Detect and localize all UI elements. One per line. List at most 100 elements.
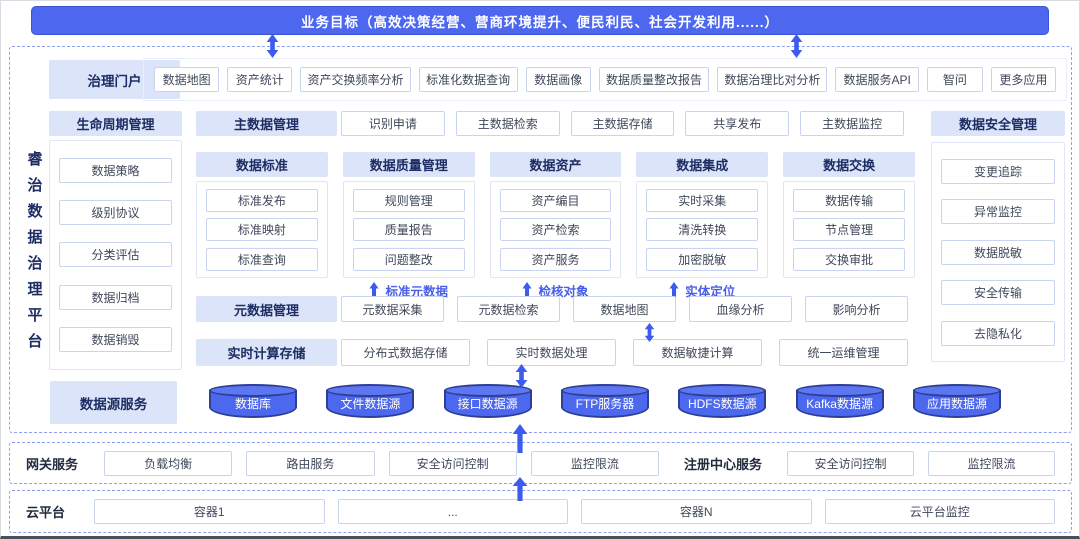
portal-app-button: 数据质量整改报告 xyxy=(598,67,710,92)
module-button: 去隐私化 xyxy=(941,320,1055,346)
module-button: 云平台监控 xyxy=(824,499,1055,524)
datasource-label: 文件数据源 xyxy=(340,397,401,411)
registry-row: 安全访问控制监控限流 xyxy=(787,450,1055,476)
lifecycle-column: 生命周期管理 数据策略级别协议分类评估数据归档数据销毁 xyxy=(49,111,182,370)
module-button: 实时采集 xyxy=(646,188,759,212)
datasource-label: Kafka数据源 xyxy=(806,397,873,411)
metadata-row: 元数据采集元数据检索数据地图血缘分析影响分析 xyxy=(341,296,908,322)
flow-label: 实体定位 xyxy=(685,284,736,299)
module-button: 标准查询 xyxy=(206,247,318,271)
platform-container: 治理门户 数据地图资产统计资产交换频率分析标准化数据查询数据画像数据质量整改报告… xyxy=(9,46,1072,433)
module-button: 加密脱敏 xyxy=(646,247,759,271)
lifecycle-header: 生命周期管理 xyxy=(49,111,182,136)
portal-app-button: 标准化数据查询 xyxy=(418,67,518,92)
portal-app-button: 更多应用 xyxy=(990,67,1056,92)
column-header: 数据质量管理 xyxy=(342,152,475,177)
flow-label: 检核对象 xyxy=(538,284,589,299)
module-button: 容器N xyxy=(581,499,812,524)
module-button: 标准映射 xyxy=(206,218,318,241)
module-button: 交换审批 xyxy=(793,247,905,271)
portal-app-button: 数据治理比对分析 xyxy=(717,67,828,92)
datasource-label: FTP服务器 xyxy=(575,397,635,411)
module-button: 资产服务 xyxy=(499,247,612,271)
module-button: 资产编目 xyxy=(499,188,612,212)
master-data-header: 主数据管理 xyxy=(196,111,337,136)
module-button: 规则管理 xyxy=(352,188,465,212)
column-header: 数据集成 xyxy=(636,152,769,177)
module-button: 监控限流 xyxy=(928,450,1055,476)
database-cylinder-icon: Kafka数据源 xyxy=(795,384,884,418)
module-button: 数据归档 xyxy=(59,284,172,310)
portal-app-button: 数据服务API xyxy=(835,67,919,92)
module-button: 级别协议 xyxy=(59,200,172,226)
metadata-header: 元数据管理 xyxy=(196,296,337,322)
module-button: 数据脱敏 xyxy=(941,239,1055,265)
module-columns: 数据标准 标准发布标准映射标准查询 数据质量管理 规则管理质量报告问题整改 标准… xyxy=(196,152,915,302)
up-arrow-icon xyxy=(512,424,528,453)
column-data-quality: 数据质量管理 规则管理质量报告问题整改 标准元数据 xyxy=(342,152,475,302)
module-button: 安全传输 xyxy=(941,280,1055,305)
gateway-row: 负载均衡路由服务安全访问控制监控限流 xyxy=(104,450,659,476)
updown-arrow-icon xyxy=(515,364,528,388)
module-button: 数据敏捷计算 xyxy=(633,339,762,366)
datasource-label: 接口数据源 xyxy=(457,397,518,411)
module-button: 数据策略 xyxy=(59,158,172,184)
column-data-exchange: 数据交换 数据传输节点管理交换审批 xyxy=(783,152,915,302)
up-arrow-icon xyxy=(369,282,380,298)
realtime-row: 分布式数据存储实时数据处理数据敏捷计算统一运维管理 xyxy=(341,339,908,366)
module-button: 元数据采集 xyxy=(341,296,444,322)
module-button: 容器1 xyxy=(94,499,325,524)
datasource-label: 应用数据源 xyxy=(926,397,987,411)
database-cylinder-icon: 数据库 xyxy=(209,384,297,418)
flow-label: 标准元数据 xyxy=(385,284,448,299)
module-button: 标准发布 xyxy=(206,188,318,212)
column-data-asset: 数据资产 资产编目资产检索资产服务 检核对象 xyxy=(489,152,622,302)
module-button: 质量报告 xyxy=(352,218,465,241)
module-button: 主数据监控 xyxy=(800,111,904,136)
module-button: 识别申请 xyxy=(341,111,445,136)
module-button: 安全访问控制 xyxy=(388,450,517,476)
gateway-header: 网关服务 xyxy=(26,456,79,472)
updown-arrow-icon xyxy=(790,34,803,58)
module-button: 清洗转换 xyxy=(646,218,759,241)
registry-header: 注册中心服务 xyxy=(683,456,762,472)
cloud-row: 容器1... 容器N 云平台监控 xyxy=(94,499,1055,524)
up-arrow-icon xyxy=(669,282,679,298)
module-button: 血缘分析 xyxy=(689,296,792,322)
database-cylinder-icon: 接口数据源 xyxy=(443,384,532,418)
database-cylinder-icon: FTP服务器 xyxy=(560,384,649,418)
platform-title: 睿治数据治理平台 xyxy=(25,150,43,359)
database-cylinder-icon: 应用数据源 xyxy=(912,384,1001,418)
business-goal-banner: 业务目标（高效决策经营、营商环境提升、便民利民、社会开发利用......） xyxy=(31,6,1049,35)
portal-app-button: 数据地图 xyxy=(154,67,220,92)
datasource-header: 数据源服务 xyxy=(50,381,177,424)
datasource-label: 数据库 xyxy=(234,397,271,411)
module-button: ... xyxy=(337,499,568,524)
security-body: 变更追踪异常监控数据脱敏安全传输去隐私化 xyxy=(931,142,1065,362)
module-button: 数据地图 xyxy=(573,296,676,322)
cloud-header: 云平台 xyxy=(26,505,66,520)
module-button: 主数据存储 xyxy=(570,111,675,136)
module-button: 数据销毁 xyxy=(59,326,172,352)
module-button: 分布式数据存储 xyxy=(341,339,470,366)
security-header: 数据安全管理 xyxy=(931,111,1065,136)
module-button: 问题整改 xyxy=(352,247,465,271)
column-header: 数据资产 xyxy=(489,152,622,177)
datasource-row: 数据库 文件数据源 接口数据源 FTP服务器 HDFS数据源 xyxy=(209,384,1001,421)
module-button: 统一运维管理 xyxy=(779,339,908,366)
module-button: 路由服务 xyxy=(246,450,375,476)
module-button: 分类评估 xyxy=(59,242,172,268)
module-button: 节点管理 xyxy=(793,218,905,241)
master-data-row: 识别申请主数据检索主数据存储共享发布主数据监控 xyxy=(341,111,904,136)
module-button: 元数据检索 xyxy=(457,296,560,322)
module-button: 监控限流 xyxy=(530,450,659,476)
module-button: 影响分析 xyxy=(805,296,908,322)
up-arrow-icon xyxy=(522,282,533,298)
module-button: 主数据检索 xyxy=(455,111,560,136)
module-button: 资产检索 xyxy=(499,218,612,241)
gateway-box: 网关服务 负载均衡路由服务安全访问控制监控限流 注册中心服务 安全访问控制监控限… xyxy=(9,442,1072,484)
database-cylinder-icon: 文件数据源 xyxy=(326,384,415,418)
module-button: 负载均衡 xyxy=(104,450,233,476)
portal-app-button: 智问 xyxy=(926,67,983,92)
